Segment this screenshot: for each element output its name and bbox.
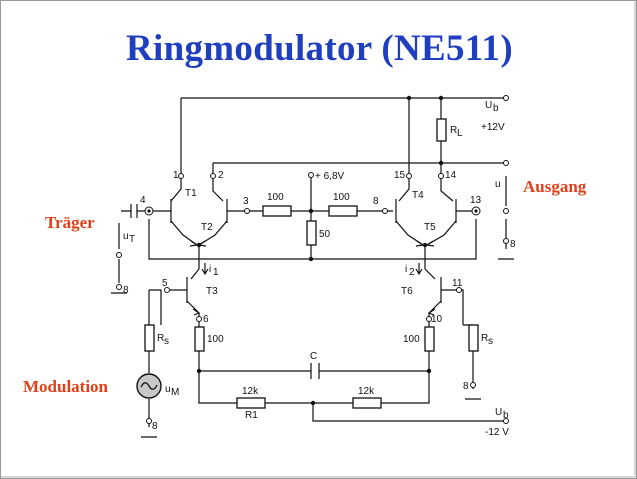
pin-2-label: 2: [218, 170, 224, 181]
resistor-r1: [236, 397, 266, 409]
r1-name-label: R1: [245, 410, 258, 421]
rs-left-sub: s: [164, 336, 169, 347]
pin-8-right-label: 8: [463, 381, 469, 392]
resistor-12k-right: [352, 397, 382, 409]
transistor-t2-label: T2: [201, 222, 213, 233]
emitter-resistor-left-label: 100: [207, 334, 224, 345]
resistor-100-left-label: 100: [267, 192, 284, 203]
carrier-voltage-sub: T: [129, 234, 135, 245]
resistor-50: [306, 220, 317, 246]
mod-voltage-sub: M: [171, 387, 179, 398]
supply-neg-sub: b: [503, 410, 509, 421]
supply-neg-value: -12 V: [485, 427, 509, 438]
load-resistor-sub: L: [457, 128, 463, 139]
emitter-resistor-right-label: 100: [403, 334, 420, 345]
emitter-resistor-left: [194, 326, 205, 352]
carrier-label: Träger: [45, 213, 95, 232]
transistor-t6-label: T6: [401, 286, 413, 297]
carrier-voltage-label: u: [123, 231, 129, 242]
mod-voltage-label: u: [165, 384, 171, 395]
bias-voltage-label: + 6,8V: [315, 171, 345, 182]
source-resistor-left: [144, 324, 155, 352]
pin-3-label: 3: [243, 196, 249, 207]
load-resistor-rl: [436, 118, 447, 142]
supply-neg-label: U: [495, 407, 502, 418]
pin-10-label: 10: [431, 314, 443, 325]
current-i1-label: i: [209, 264, 211, 275]
pin-13-label: 13: [470, 195, 482, 206]
resistor-50-label: 50: [319, 229, 331, 240]
transistor-t3-label: T3: [206, 286, 218, 297]
current-i2-sub: 2: [409, 267, 415, 278]
transistor-t1-label: T1: [185, 188, 197, 199]
terminals: [116, 95, 509, 424]
modulation-source: [136, 373, 162, 399]
output-label: Ausgang: [523, 177, 587, 196]
modulation-label: Modulation: [23, 377, 109, 396]
resistor-100-left: [262, 205, 292, 217]
junction-dots: [196, 95, 444, 406]
resistors: [144, 118, 479, 409]
wiring: [111, 97, 514, 438]
transistor-t4-label: T4: [412, 190, 424, 201]
pin-1-label: 1: [173, 170, 179, 181]
pin-4-label: 4: [140, 195, 146, 206]
pin-8-mod-label: 8: [152, 421, 158, 432]
pin-8-output-label: 8: [510, 239, 516, 250]
rs-left-label: R: [157, 333, 164, 344]
source-resistor-right: [468, 324, 479, 352]
transistor-t5-label: T5: [424, 222, 436, 233]
load-resistor-label: R: [450, 125, 457, 136]
rs-right-label: R: [481, 333, 488, 344]
pin-6-label: 6: [203, 314, 209, 325]
supply-pos-sub: b: [493, 103, 499, 114]
slide-title: Ringmodulator (NE511): [126, 28, 513, 69]
current-i1-sub: 1: [213, 267, 219, 278]
r1-value-label: 12k: [242, 386, 259, 397]
output-voltage-label: u: [495, 179, 501, 190]
pin-14-label: 14: [445, 170, 457, 181]
emitter-resistor-right: [424, 326, 435, 352]
resistor-100-right: [328, 205, 358, 217]
pin-8-carrier-label: 8: [123, 285, 129, 296]
current-i2-label: i: [405, 264, 407, 275]
rs-right-sub: s: [488, 336, 493, 347]
pin-11-label: 11: [452, 278, 463, 289]
supply-pos-label: U: [485, 100, 492, 111]
r2-value-label: 12k: [358, 386, 375, 397]
pin-15-label: 15: [394, 170, 406, 181]
pin-12-label: 8: [373, 196, 379, 207]
resistor-100-right-label: 100: [333, 192, 350, 203]
capacitor-label: C: [310, 351, 317, 362]
supply-pos-value: +12V: [481, 122, 505, 133]
schematic-labels: U b +12V R L + 6,8V 1 2 3 4 5 6 8 8 8 8 …: [123, 100, 516, 438]
pin-5-label: 5: [162, 278, 168, 289]
